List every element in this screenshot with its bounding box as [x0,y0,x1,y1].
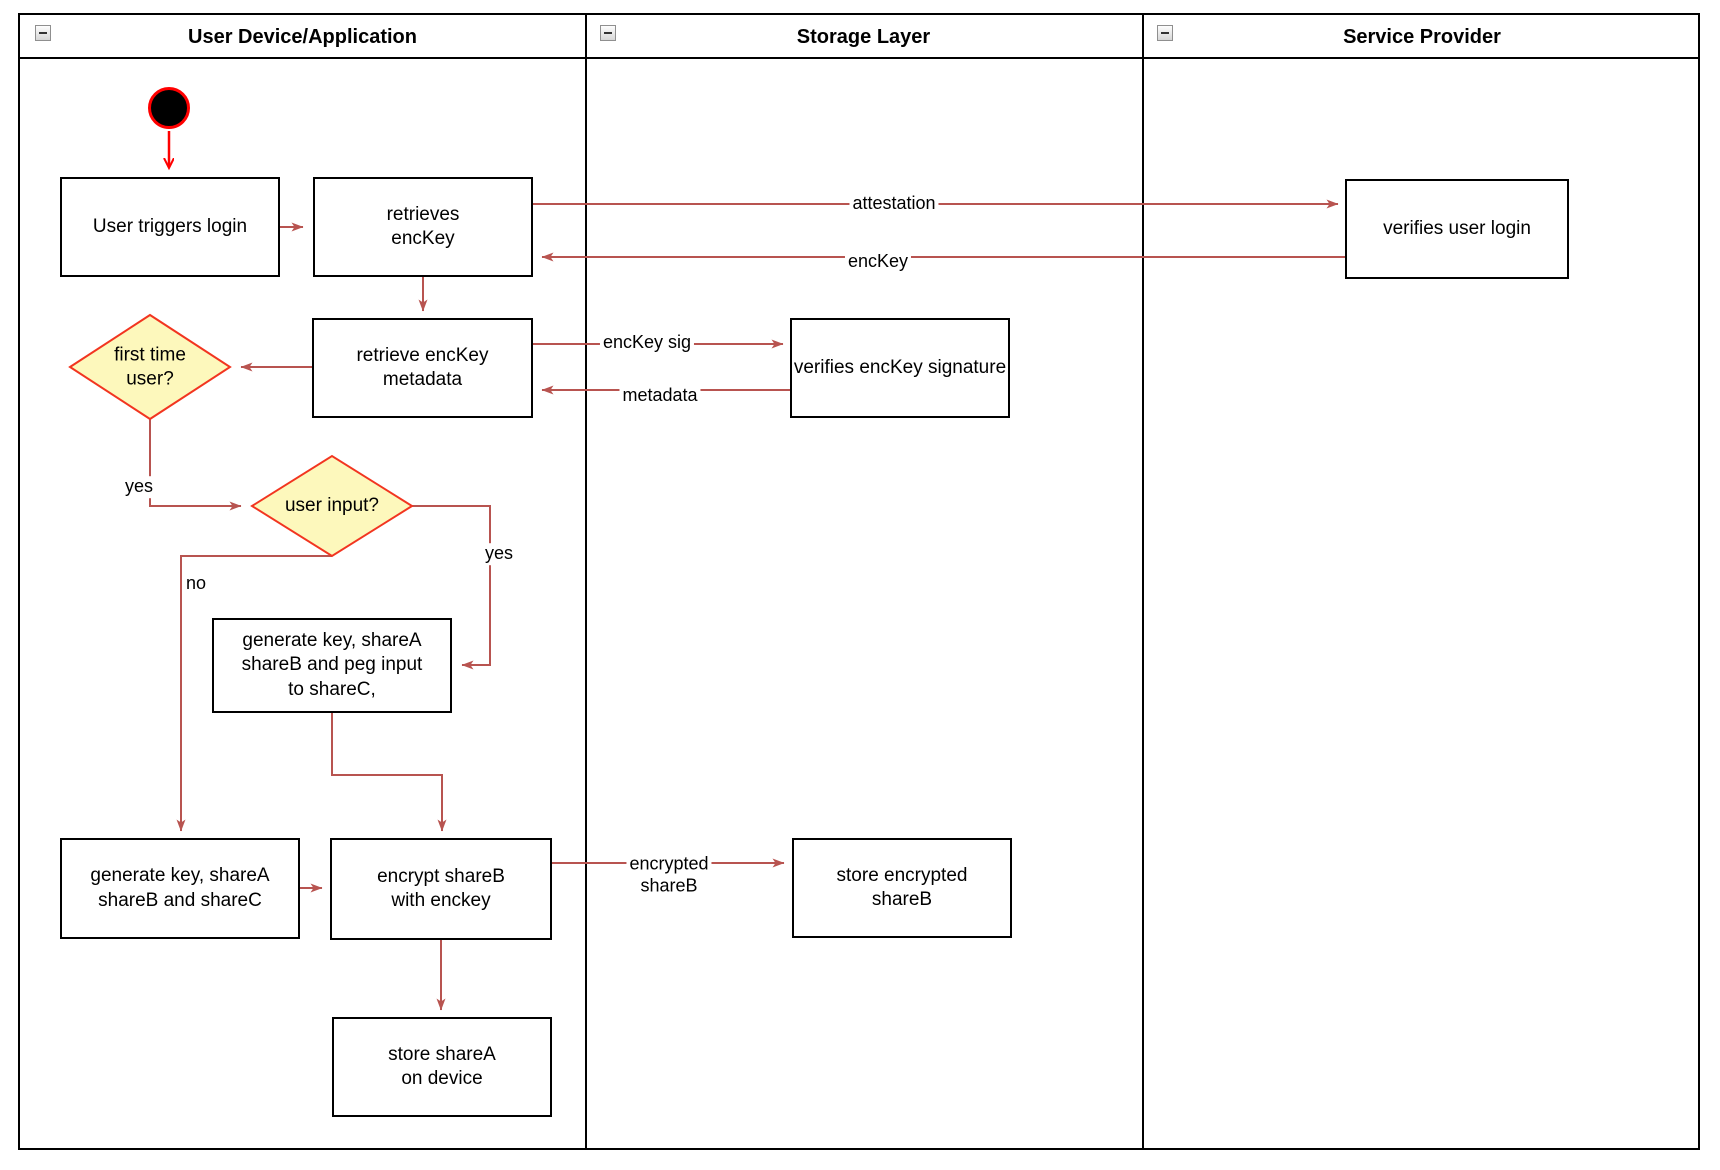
node-store-encrypted-shareb[interactable]: store encrypted shareB [792,838,1012,938]
pool-header-row [20,15,1698,59]
node-store-sharea-on-device[interactable]: store shareA on device [332,1017,552,1117]
minus-icon [604,32,612,34]
lane-divider-1 [585,15,587,1148]
node-encrypt-shareb[interactable]: encrypt shareB with enckey [330,838,552,940]
user-input-diamond-label: user input? [284,495,380,517]
lane3-collapse-button[interactable] [1157,25,1173,41]
lane2-collapse-button[interactable] [600,25,616,41]
edge-label-no-user-input: no [182,573,210,595]
node-verifies-user-login[interactable]: verifies user login [1345,179,1569,279]
minus-icon [39,32,47,34]
edge-label-encrypted-shareb: encrypted shareB [626,853,712,897]
edge-label-yes-first-time: yes [121,476,157,498]
edge-label-metadata: metadata [619,385,701,407]
edge-label-enckey-sig: encKey sig [599,332,695,354]
first-time-user-diamond-label: first time user? [114,344,186,389]
node-generate-key-sharec[interactable]: generate key, shareA shareB and shareC [60,838,300,939]
node-retrieves-enckey[interactable]: retrieves encKey [313,177,533,277]
edge-label-enckey: encKey [844,251,912,273]
node-user-triggers-login[interactable]: User triggers login [60,177,280,277]
node-verifies-enckey-signature[interactable]: verifies encKey signature [790,318,1010,418]
lane-title-user-device: User Device/Application [188,26,417,48]
lane-title-service-provider: Service Provider [1343,26,1501,48]
edge-label-yes-user-input: yes [481,543,517,565]
lane1-collapse-button[interactable] [35,25,51,41]
node-generate-key-peg-input[interactable]: generate key, shareA shareB and peg inpu… [212,618,452,713]
start-node[interactable] [148,87,190,129]
lane-divider-2 [1142,15,1144,1148]
minus-icon [1161,32,1169,34]
edge-label-attestation: attestation [849,193,939,215]
node-retrieve-enckey-metadata[interactable]: retrieve encKey metadata [312,318,533,418]
lane-title-storage-layer: Storage Layer [796,26,931,48]
